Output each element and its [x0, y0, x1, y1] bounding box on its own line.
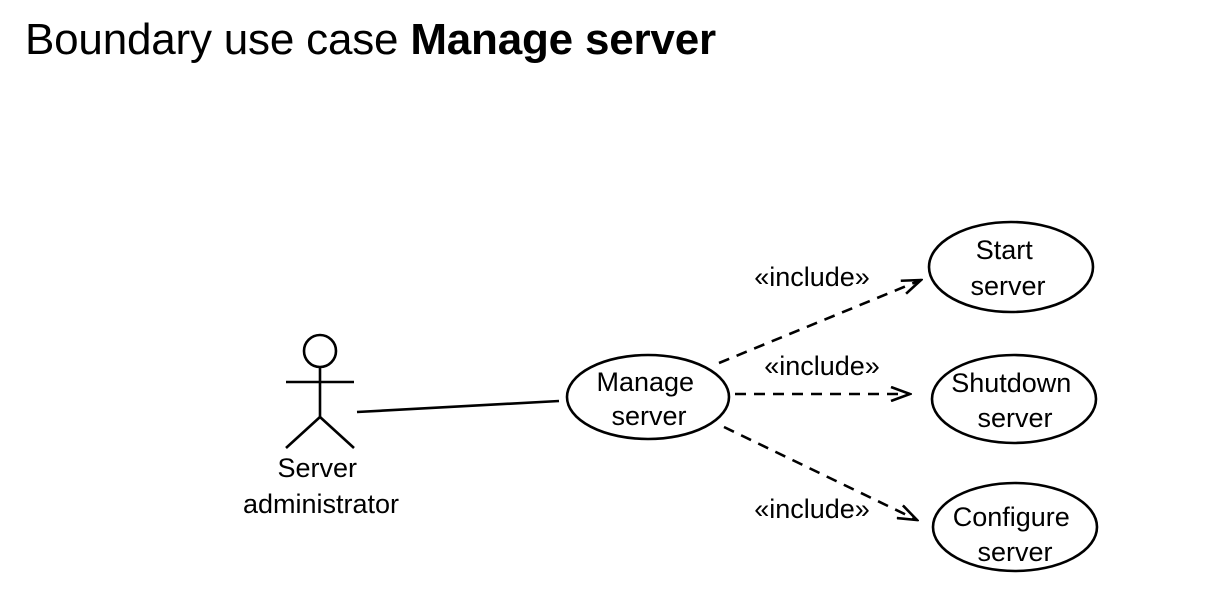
use-case-manage-server-line-2: server: [611, 401, 686, 431]
use-case-start-server: Start server: [927, 220, 1095, 314]
use-case-manage-server: Manage server: [565, 353, 731, 441]
use-case-manage-server-line-1: Manage: [596, 367, 694, 397]
use-case-shutdown-server-label: Shutdown server: [951, 368, 1079, 433]
include-arrow-start: [718, 280, 921, 365]
include-label-configure: «include»: [754, 494, 870, 524]
actor-label-line-2: administrator: [243, 489, 399, 519]
actor-left-leg: [285, 416, 321, 449]
actor-label-line-1: Server: [277, 453, 357, 483]
use-case-configure-server-label: Configure server: [953, 502, 1078, 567]
use-case-shutdown-server-line-1: Shutdown: [951, 368, 1071, 398]
use-case-manage-server-ellipse: [565, 353, 731, 441]
include-label-shutdown: «include»: [764, 351, 880, 381]
actor-right-leg: [319, 416, 355, 449]
use-case-configure-server: Configure server: [931, 481, 1099, 573]
use-case-configure-server-line-1: Configure: [953, 502, 1070, 532]
include-arrow-configure: [723, 425, 917, 520]
use-case-shutdown-server: Shutdown server: [930, 353, 1098, 445]
actor-head: [302, 333, 338, 369]
title-use-case-name: Manage server: [410, 15, 716, 64]
page-title: Boundary use case Manage server: [25, 14, 716, 66]
title-prefix: Boundary use case: [25, 15, 399, 64]
use-case-start-server-label: Start server: [970, 235, 1045, 301]
actor-server-administrator: Server administrator: [243, 333, 399, 519]
actor-label: Server administrator: [243, 453, 399, 519]
use-case-configure-server-ellipse: [931, 481, 1099, 573]
association-line: [356, 399, 560, 414]
use-case-start-server-line-1: Start: [976, 235, 1034, 265]
use-case-configure-server-line-2: server: [977, 537, 1052, 567]
use-case-shutdown-server-line-2: server: [977, 403, 1052, 433]
use-case-manage-server-label: Manage server: [596, 367, 701, 431]
use-case-start-server-ellipse: [927, 220, 1095, 314]
use-case-shutdown-server-ellipse: [930, 353, 1098, 445]
include-label-start: «include»: [754, 262, 870, 292]
use-case-start-server-line-2: server: [970, 271, 1045, 301]
